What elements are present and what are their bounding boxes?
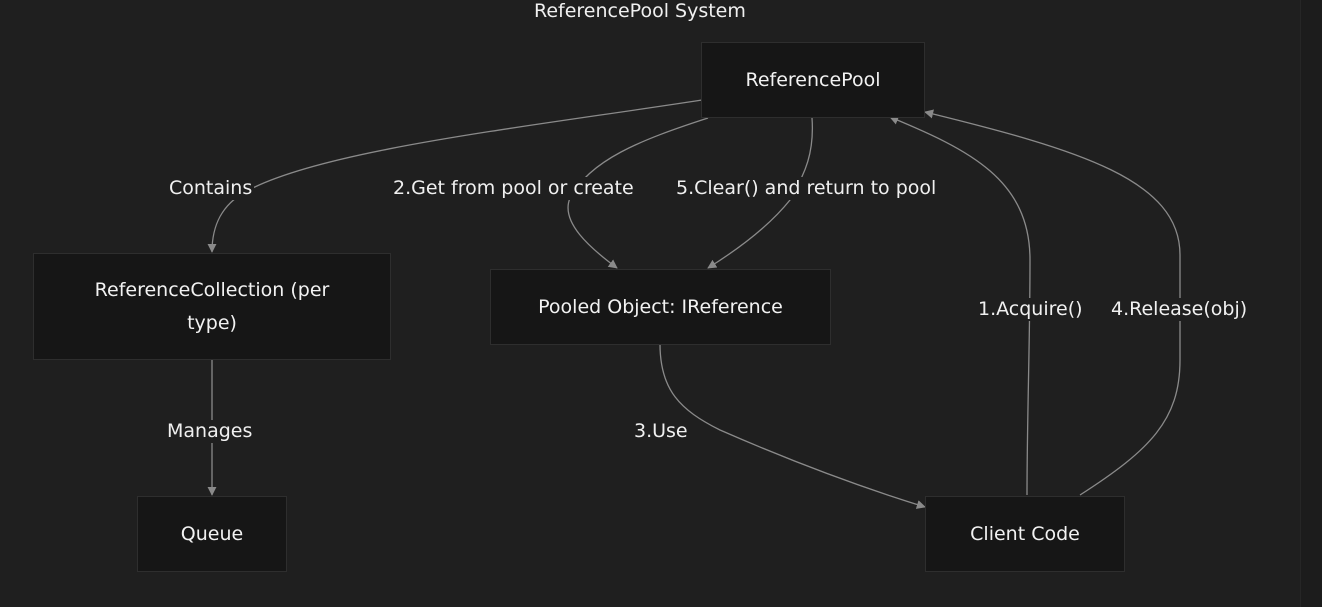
node-pooled-object[interactable]: Pooled Object: IReference xyxy=(490,269,831,345)
node-client-code-label: Client Code xyxy=(970,522,1080,545)
node-queue-label: Queue xyxy=(180,522,244,545)
node-pooled-object-label: Pooled Object: IReference xyxy=(538,295,783,318)
edge-use xyxy=(659,343,926,509)
edge-contains xyxy=(207,99,703,253)
edge-label-manages: Manages xyxy=(165,420,255,443)
edge-label-get-from-pool: 2.Get from pool or create xyxy=(391,177,636,200)
scroll-gutter xyxy=(1300,0,1322,607)
edge-clear-and-return xyxy=(707,117,814,269)
edge-label-use: 3.Use xyxy=(632,420,690,443)
diagram-title: ReferencePool System xyxy=(534,0,746,22)
node-reference-pool[interactable]: ReferencePool xyxy=(701,42,925,118)
edge-acquire xyxy=(889,115,1031,496)
node-client-code[interactable]: Client Code xyxy=(925,496,1125,572)
node-reference-collection-label: ReferenceCollection (per type) xyxy=(94,279,330,334)
edge-release xyxy=(924,109,1181,496)
edge-label-acquire: 1.Acquire() xyxy=(976,298,1085,321)
edge-label-clear-and-return: 5.Clear() and return to pool xyxy=(674,177,939,200)
node-reference-pool-label: ReferencePool xyxy=(745,68,881,91)
edge-label-release: 4.Release(obj) xyxy=(1109,298,1250,321)
node-reference-collection[interactable]: ReferenceCollection (per type) xyxy=(33,253,391,360)
node-queue[interactable]: Queue xyxy=(137,496,287,572)
edge-label-contains: Contains xyxy=(167,177,255,200)
